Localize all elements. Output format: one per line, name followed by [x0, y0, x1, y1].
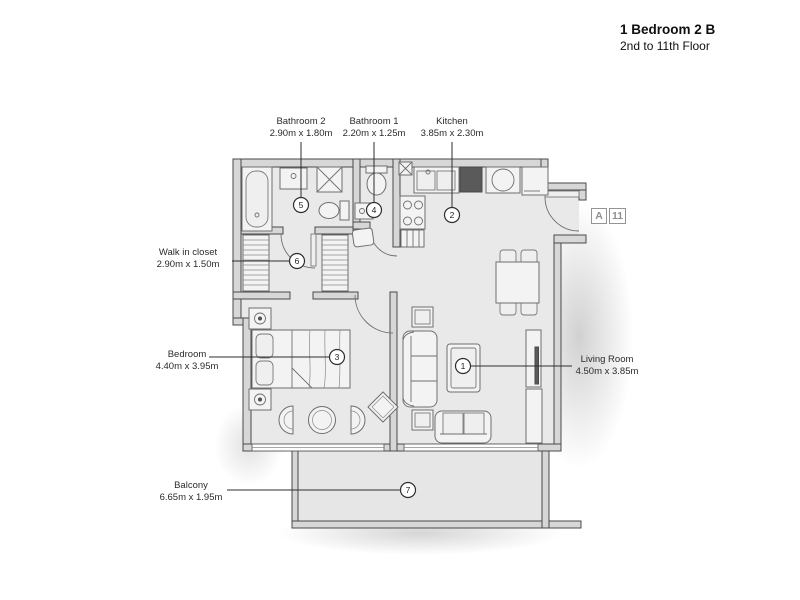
room-name: Balcony — [174, 480, 208, 491]
room-name: Bedroom — [167, 349, 207, 360]
bathroom1-toilet — [365, 165, 388, 196]
room-marker-living: 1 — [454, 357, 472, 375]
room-marker-closet: 6 — [288, 252, 306, 270]
room-marker-number: 2 — [450, 210, 455, 220]
bedroom-round-table — [308, 406, 336, 434]
kitchen-counter-dark — [459, 166, 483, 193]
room-marker-number: 6 — [295, 256, 300, 266]
side-table-bottom — [411, 409, 434, 431]
room-marker-number: 1 — [461, 361, 466, 371]
nightstand-top — [248, 307, 272, 330]
sofa-horizontal — [434, 410, 492, 444]
bed — [251, 329, 351, 389]
kitchen-vent — [398, 161, 413, 176]
page-subtitle: 2nd to 11th Floor — [620, 39, 710, 53]
room-dimensions: 2.90m x 1.50m — [156, 259, 220, 270]
room-marker-kitchen: 2 — [443, 206, 461, 224]
nightstand-bottom — [248, 388, 272, 411]
room-marker-number: 3 — [335, 352, 340, 362]
sofa-vertical — [402, 330, 438, 408]
label-bathroom2: Bathroom 2 2.90m x 1.80m — [270, 116, 333, 140]
label-living-room: Living Room 4.50m x 3.85m — [576, 354, 639, 378]
room-dimensions: 2.90m x 1.80m — [269, 128, 333, 139]
label-walk-in-closet: Walk in closet 2.90m x 1.50m — [157, 247, 220, 271]
windows — [251, 443, 539, 452]
room-name: Kitchen — [436, 116, 468, 127]
bathtub — [241, 166, 273, 232]
label-kitchen: Kitchen 3.85m x 2.30m — [421, 116, 484, 140]
room-marker-number: 5 — [299, 200, 304, 210]
room-name: Walk in closet — [158, 247, 218, 258]
room-marker-bathroom1: 4 — [365, 201, 383, 219]
dining-set — [495, 249, 540, 316]
room-name: Bathroom 1 — [349, 116, 399, 127]
unit-badge: A 11 — [591, 208, 627, 224]
shower — [316, 166, 343, 193]
pouf-chair — [367, 391, 399, 423]
page-title: 1 Bedroom 2 B — [620, 22, 716, 37]
room-dimensions: 3.85m x 2.30m — [420, 128, 484, 139]
label-bathroom1: Bathroom 1 2.20m x 1.25m — [343, 116, 406, 140]
wardrobe-left — [242, 234, 270, 292]
room-marker-balcony: 7 — [399, 481, 417, 499]
label-balcony: Balcony 6.65m x 1.95m — [160, 480, 223, 504]
room-marker-number: 4 — [372, 205, 377, 215]
room-dimensions: 2.20m x 1.25m — [342, 128, 406, 139]
bedroom-chair-right — [350, 405, 366, 435]
room-dimensions: 6.65m x 1.95m — [159, 492, 223, 503]
bedroom-chair-left — [278, 405, 294, 435]
side-table-top — [411, 306, 434, 328]
room-marker-bedroom: 3 — [328, 348, 346, 366]
title-block: 1 Bedroom 2 B 2nd to 11th Floor — [620, 21, 715, 54]
leader-lines — [209, 142, 572, 491]
stove — [399, 195, 426, 230]
unit-badge-block: A — [591, 208, 607, 224]
label-bedroom: Bedroom 4.40m x 3.95m — [156, 349, 219, 373]
bedroom-door — [354, 294, 394, 334]
bathroom2-toilet — [318, 200, 350, 221]
room-name: Bathroom 2 — [276, 116, 326, 127]
room-marker-bathroom2: 5 — [292, 196, 310, 214]
fridge — [521, 166, 549, 196]
washing-machine — [485, 166, 521, 194]
kitchen-cabinet — [400, 229, 425, 248]
room-name: Living Room — [580, 354, 634, 365]
room-marker-number: 7 — [406, 485, 411, 495]
bathroom2-sink — [279, 167, 308, 190]
balcony-floor — [296, 451, 544, 523]
hallway-chair — [351, 227, 375, 248]
tv-cabinet — [525, 329, 543, 444]
wardrobe-right — [321, 234, 349, 292]
room-dimensions: 4.50m x 3.85m — [575, 366, 639, 377]
unit-badge-number: 11 — [609, 208, 627, 224]
room-dimensions: 4.40m x 3.95m — [155, 361, 219, 372]
